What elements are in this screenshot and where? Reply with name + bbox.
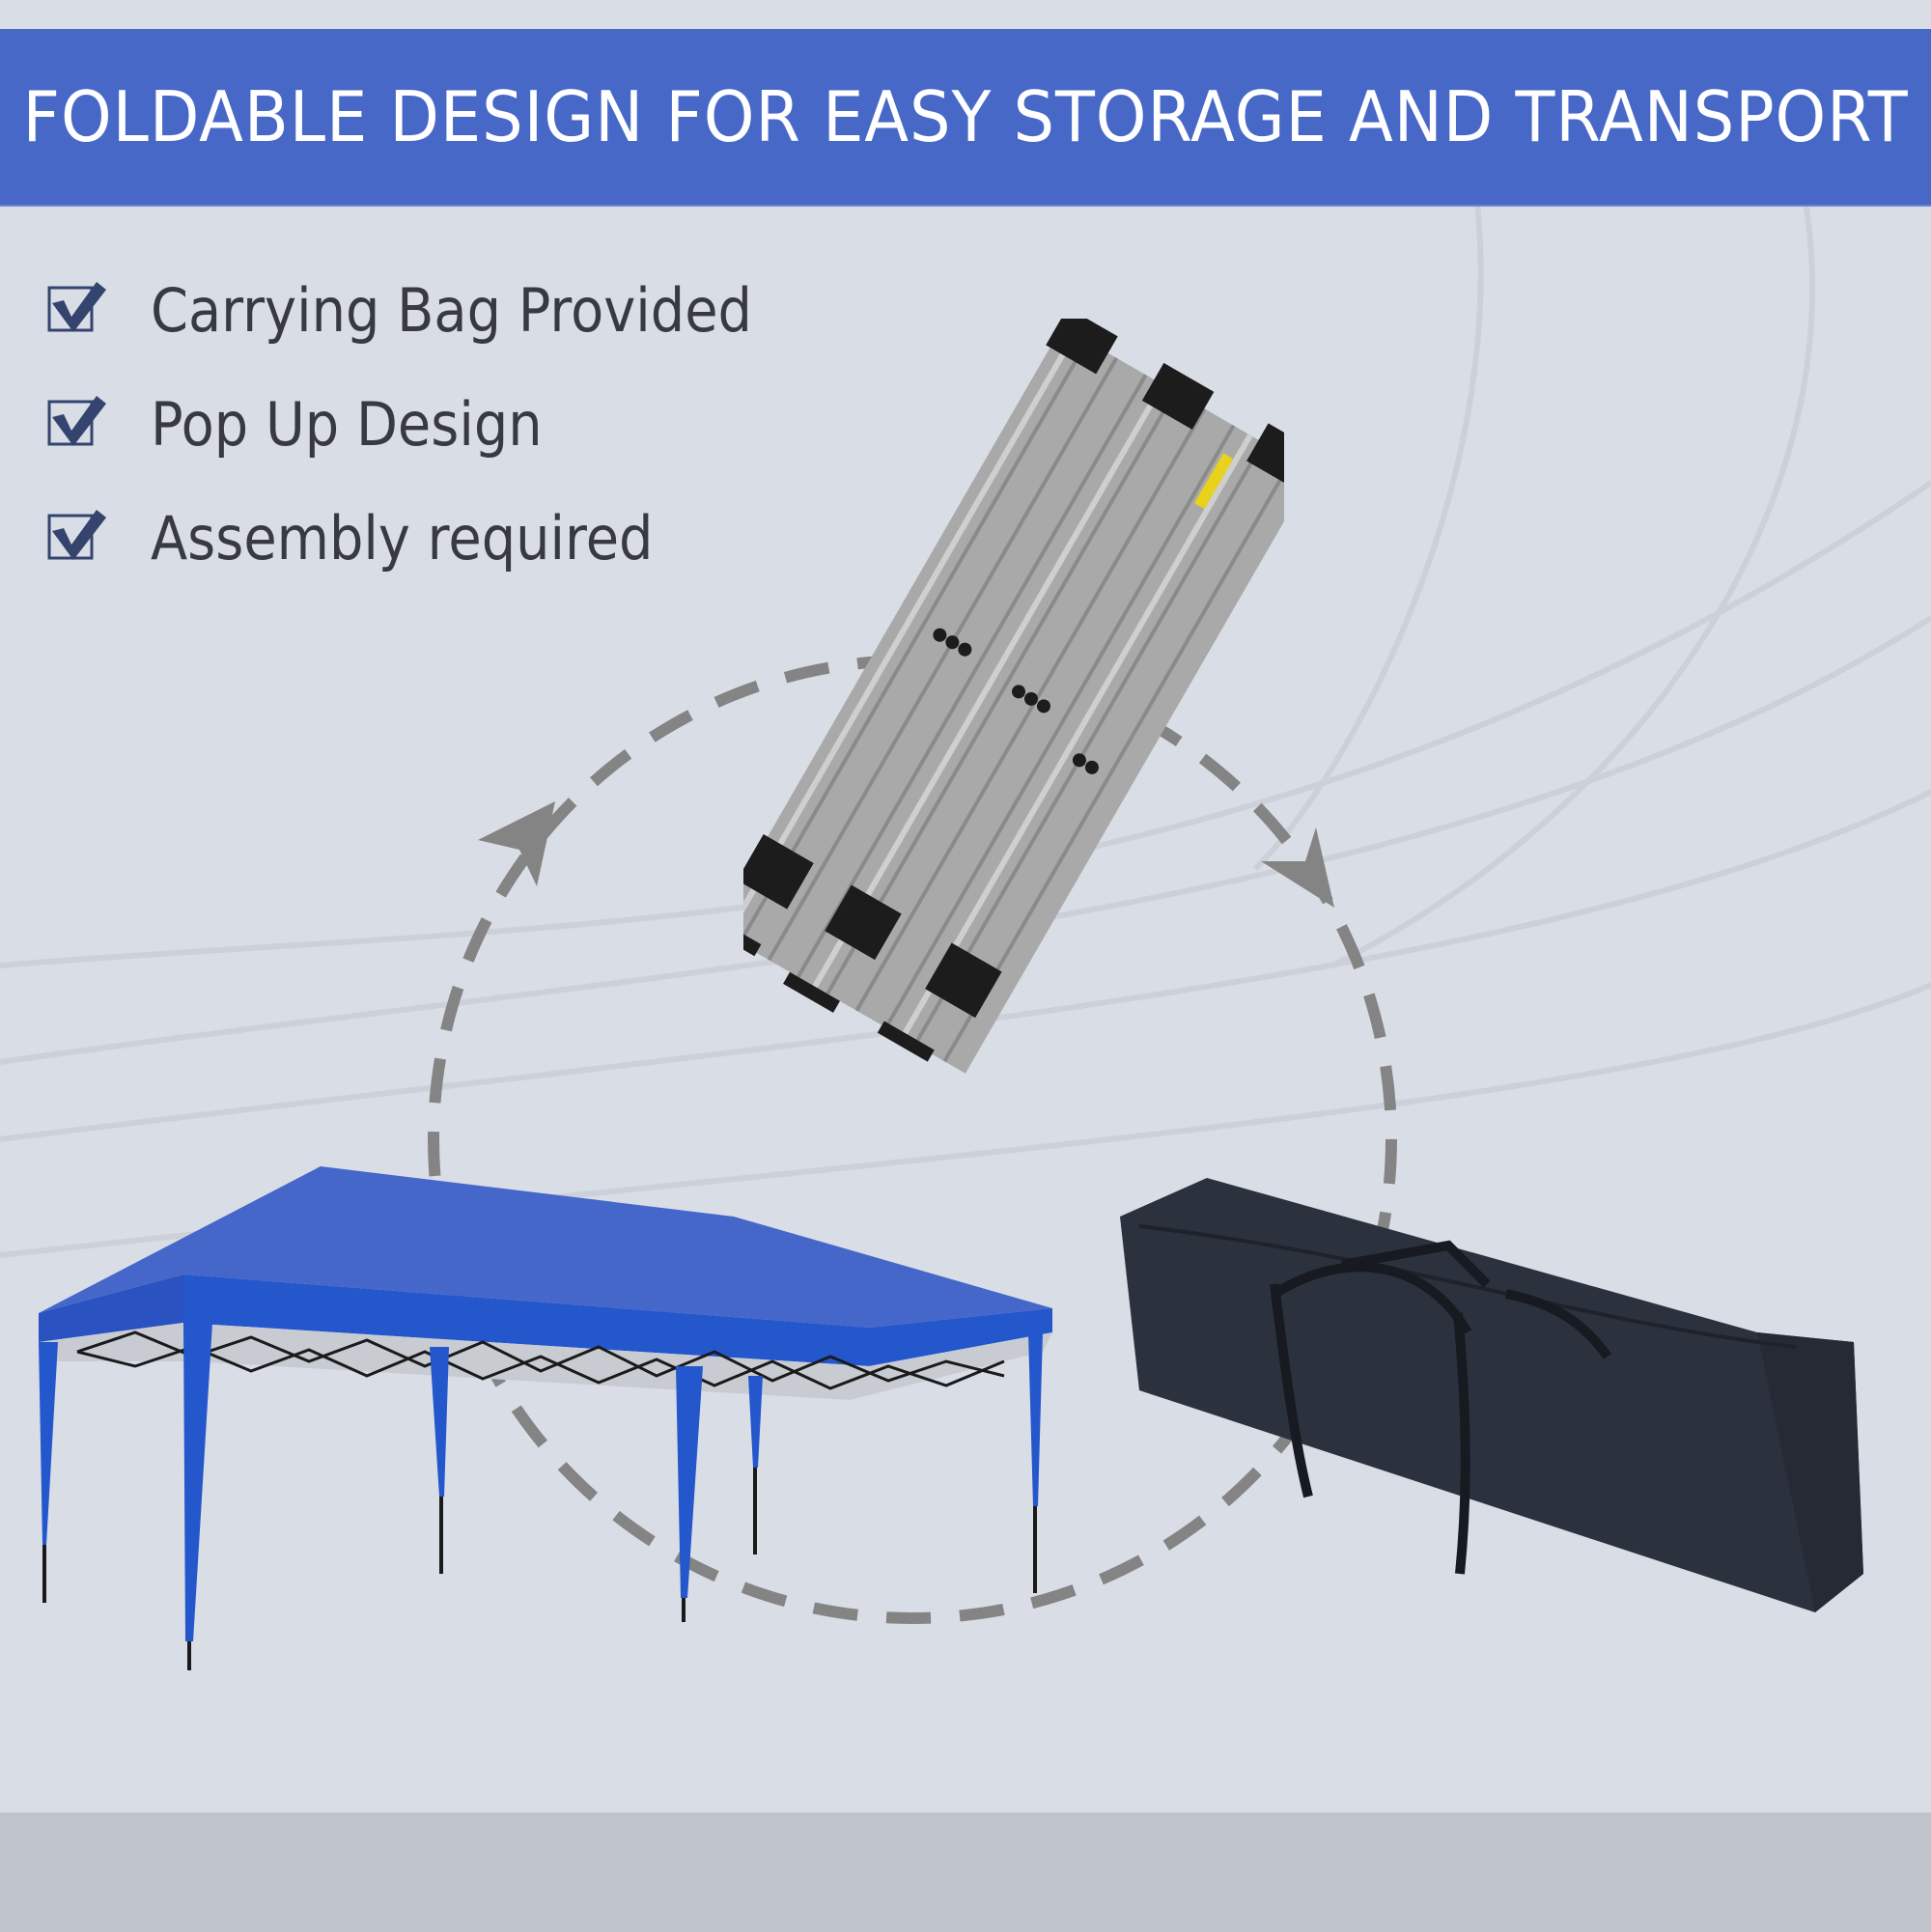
folded-frame-image xyxy=(743,319,1284,1081)
checkbox-checked-icon xyxy=(47,396,106,446)
checkbox-checked-icon xyxy=(47,510,106,560)
checkbox-checked-icon xyxy=(47,282,106,332)
feature-label: Carrying Bag Provided xyxy=(151,274,752,346)
feature-label: Pop Up Design xyxy=(151,388,543,460)
header-banner: FOLDABLE DESIGN FOR EASY STORAGE AND TRA… xyxy=(0,29,1931,207)
floor-shadow xyxy=(0,1812,1931,1932)
feature-item: Carrying Bag Provided xyxy=(46,253,819,367)
arrowhead-up-icon xyxy=(478,801,555,886)
feature-item: Pop Up Design xyxy=(46,367,819,481)
feature-label: Assembly required xyxy=(151,502,654,574)
feature-list: Carrying Bag Provided Pop Up Design Asse… xyxy=(46,253,819,595)
gazebo-tent-image xyxy=(19,1159,1081,1680)
feature-item: Assembly required xyxy=(46,481,819,595)
banner-title: FOLDABLE DESIGN FOR EASY STORAGE AND TRA… xyxy=(22,76,1909,157)
arrowhead-down-icon xyxy=(1261,827,1334,908)
carry-bag-image xyxy=(1101,1168,1873,1632)
